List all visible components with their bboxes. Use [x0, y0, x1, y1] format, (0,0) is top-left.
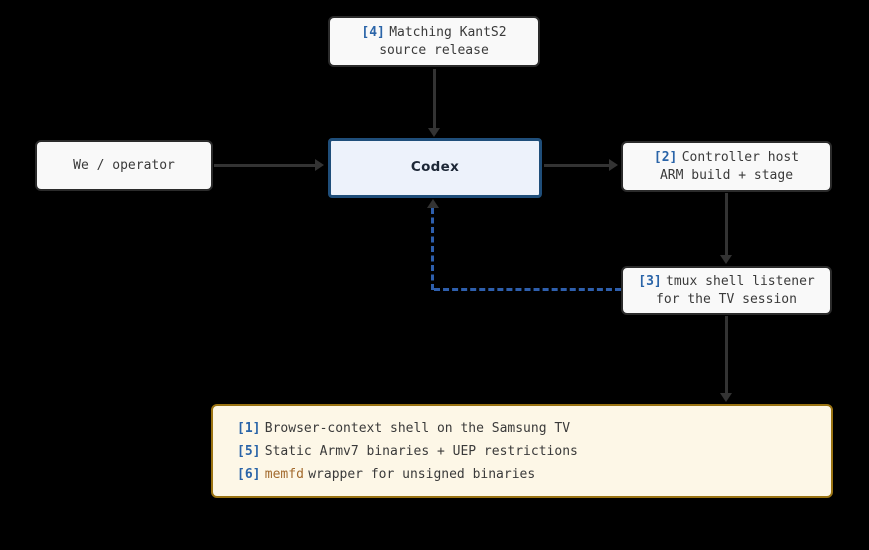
- edge-codex-to-controller: [544, 164, 610, 167]
- node-controller-host-line2: ARM build + stage: [659, 167, 794, 183]
- node-operator-label: We / operator: [73, 157, 175, 173]
- node-codex: Codex: [328, 138, 542, 198]
- arrowhead-down-icon: [720, 255, 732, 264]
- ref-badge-4: [4]: [361, 25, 385, 40]
- edge-tmux-to-codex-dashed-vertical: [431, 208, 434, 290]
- ref-badge-5: [5]: [237, 443, 261, 459]
- arrowhead-down-icon: [428, 128, 440, 137]
- arrowhead-right-icon: [609, 159, 618, 171]
- node-operator: We / operator: [35, 140, 213, 191]
- arrowhead-right-icon: [315, 159, 324, 171]
- ref-badge-6: [6]: [237, 466, 261, 482]
- memfd-code-span: memfd: [264, 466, 304, 482]
- edge-controller-to-tmux: [725, 193, 728, 256]
- list-item-text-after: wrapper for unsigned binaries: [308, 466, 536, 482]
- node-source-release: [4] Matching KantS2 source release: [328, 16, 540, 67]
- node-controller-host-line1: [2]Controller host: [654, 149, 799, 167]
- node-tv-summary: [1]Browser-context shell on the Samsung …: [211, 404, 833, 498]
- node-tmux-listener-line2: for the TV session: [656, 291, 797, 307]
- node-controller-host: [2]Controller host ARM build + stage: [621, 141, 832, 192]
- ref-badge-1: [1]: [237, 420, 261, 436]
- node-source-release-line1: [4] Matching KantS2: [361, 24, 506, 42]
- node-tmux-listener-line1: [3] tmux shell listener: [638, 273, 815, 291]
- edge-operator-to-codex: [214, 164, 316, 167]
- arrowhead-down-icon: [720, 393, 732, 402]
- node-codex-label: Codex: [410, 159, 460, 176]
- edge-source-to-codex: [433, 69, 436, 129]
- arrowhead-up-icon: [427, 199, 439, 208]
- ref-badge-3: [3]: [638, 274, 662, 289]
- node-source-release-text1: Matching KantS2: [389, 25, 507, 40]
- node-source-release-line2: source release: [379, 42, 489, 58]
- node-tmux-listener: [3] tmux shell listener for the TV sessio…: [621, 266, 832, 315]
- edge-tmux-to-tv: [725, 316, 728, 395]
- list-item-text: Static Armv7 binaries + UEP restrictions: [264, 443, 578, 459]
- list-item: [5]Static Armv7 binaries + UEP restricti…: [237, 440, 578, 463]
- node-controller-host-text1: Controller host: [681, 150, 800, 165]
- edge-tmux-to-codex-dashed: [434, 288, 621, 291]
- list-item: [1]Browser-context shell on the Samsung …: [237, 417, 570, 440]
- list-item-text: Browser-context shell on the Samsung TV: [264, 420, 571, 436]
- ref-badge-2: [2]: [653, 150, 678, 165]
- node-tmux-listener-text1: tmux shell listener: [666, 274, 815, 289]
